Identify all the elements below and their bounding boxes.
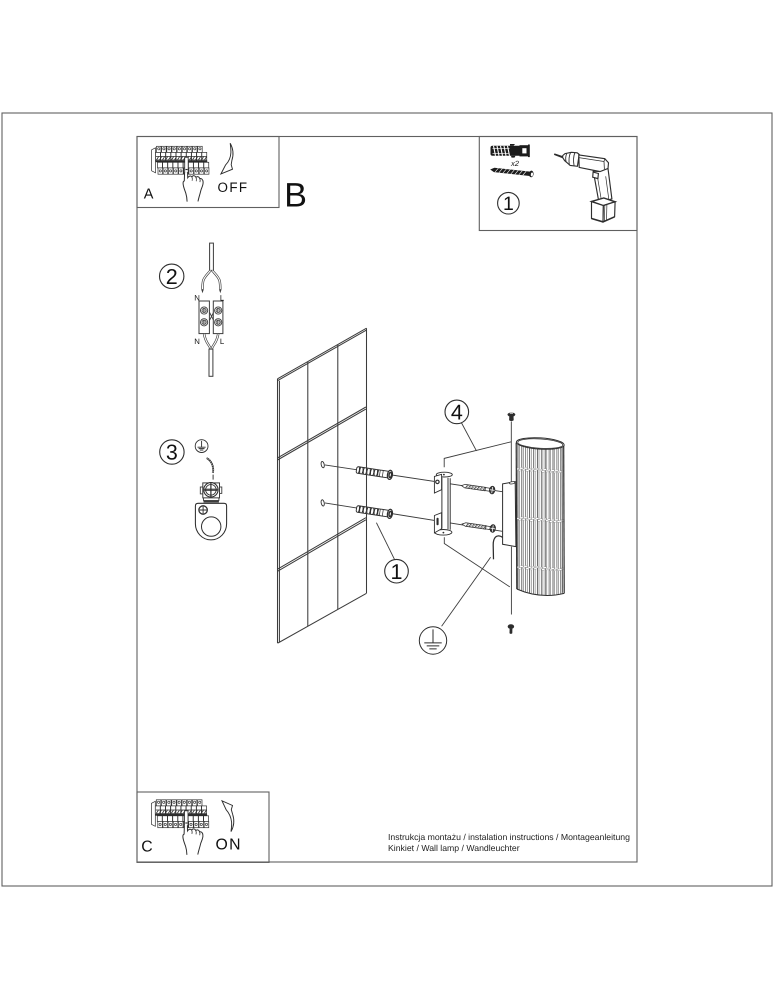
- svg-text:A: A: [144, 186, 154, 202]
- svg-text:Kinkiet / Wall lamp / Wandleuc: Kinkiet / Wall lamp / Wandleuchter: [388, 843, 520, 853]
- svg-text:OFF: OFF: [218, 180, 249, 195]
- svg-text:2: 2: [166, 265, 178, 289]
- svg-text:3: 3: [166, 441, 178, 465]
- svg-text:N: N: [194, 294, 200, 303]
- svg-text:C: C: [141, 838, 152, 855]
- svg-text:N: N: [194, 337, 200, 346]
- svg-text:L: L: [220, 337, 225, 346]
- svg-text:B: B: [284, 176, 307, 214]
- svg-text:1: 1: [391, 560, 403, 584]
- svg-text:1: 1: [503, 193, 514, 215]
- svg-text:4: 4: [451, 401, 463, 425]
- svg-text:L: L: [220, 294, 225, 303]
- svg-text:Instrukcja montażu / instalati: Instrukcja montażu / instalation instruc…: [388, 832, 630, 842]
- svg-text:x2: x2: [510, 159, 520, 168]
- svg-text:ON: ON: [216, 837, 242, 854]
